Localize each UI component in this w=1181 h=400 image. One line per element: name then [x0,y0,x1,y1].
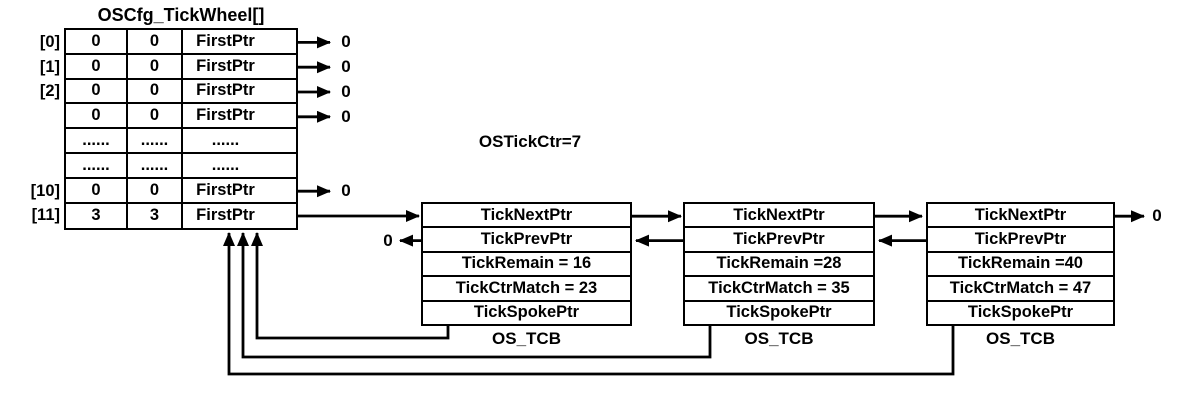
wheel-row-index-label [12,104,60,129]
tickspokeptr-row: TickSpokePtr [473,303,580,322]
wheel-null-label: 0 [341,81,351,101]
os-tcb-box: TickNextPtr TickPrevPtr TickRemain =40 T… [926,202,1115,326]
prev-null-label: 0 [383,230,393,250]
entries-cell: 0 [66,104,128,128]
entries-max-cell: 0 [128,79,183,103]
entries-max-cell: ...... [128,153,183,177]
tickprevptr-row: TickPrevPtr [928,228,1113,253]
wheel-row-index-label: [0] [39,32,60,51]
wheel-row-index-label: [10] [30,181,60,200]
firstptr-cell: FirstPtr [196,206,255,225]
ticknextptr-row: TickNextPtr [423,204,630,229]
wheel-row-index-label: [11] [31,206,60,225]
tickspokeptr-row: TickSpokePtr [726,303,832,322]
tickremain-row: TickRemain =40 [928,253,1113,278]
os-tcb-type-label: OS_TCB [492,329,561,348]
wheel-row: 0 0 FirstPtr [66,178,296,204]
tickremain-row: TickRemain =28 [685,253,873,278]
entries-cell: 0 [66,30,128,53]
os-tcb-box: TickNextPtr TickPrevPtr TickRemain = 16 … [421,202,632,326]
wheel-row: 0 0 FirstPtr [66,79,296,105]
entries-cell: ...... [66,129,128,152]
wheel-row-index-label [12,154,60,179]
wheel-row-index-label [12,129,60,154]
wheel-row: ...... ...... ...... [66,129,296,154]
tickctrmatch-row: TickCtrMatch = 35 [685,277,873,302]
wheel-row: ...... ...... ...... [66,153,296,179]
entries-cell: 3 [66,203,128,229]
wheel-row-index-label: [1] [39,57,60,76]
os-tcb-block: TickNextPtr TickPrevPtr TickRemain =40 T… [926,202,1115,349]
entries-cell: ...... [66,153,128,177]
entries-max-cell: ...... [128,129,183,152]
ticknextptr-row: TickNextPtr [928,204,1113,229]
tickctrmatch-row: TickCtrMatch = 23 [423,277,630,302]
firstptr-cell: FirstPtr [196,31,255,50]
os-tcb-type-label: OS_TCB [744,329,814,348]
entries-max-cell: 0 [128,178,183,202]
firstptr-cell: ...... [211,131,240,150]
tickremain-row: TickRemain = 16 [423,253,630,278]
tick-wheel-table: 0 0 FirstPtr 0 0 FirstPtr 0 0 FirstPtr 0… [64,28,298,231]
os-tcb-block: TickNextPtr TickPrevPtr TickRemain = 16 … [421,202,632,349]
entries-max-cell: 0 [128,30,183,53]
wheel-row-index-label: [2] [39,82,60,101]
wheel-row: 0 0 FirstPtr [66,54,296,80]
firstptr-cell: FirstPtr [196,81,255,100]
spoke-link-tcb1 [251,232,450,340]
wheel-null-label: 0 [341,106,351,126]
wheel-null-label: 0 [341,32,351,52]
ticknextptr-row: TickNextPtr [685,204,873,229]
wheel-row: 0 0 FirstPtr [66,30,296,55]
firstptr-cell: FirstPtr [196,106,255,125]
os-tcb-block: TickNextPtr TickPrevPtr TickRemain =28 T… [683,202,875,349]
tick-counter-label: OSTickCtr=7 [478,132,582,151]
firstptr-cell: FirstPtr [196,180,255,199]
tickctrmatch-row: TickCtrMatch = 47 [928,277,1113,302]
wheel-row: 3 3 FirstPtr [66,203,296,229]
firstptr-cell: ...... [211,155,240,174]
tickprevptr-row: TickPrevPtr [685,228,873,253]
wheel-null-label: 0 [341,181,351,201]
entries-max-cell: 3 [128,203,183,229]
spoke-link-tcb2 [237,232,712,359]
firstptr-cell: FirstPtr [196,56,255,75]
wheel-null-label: 0 [341,57,351,77]
entries-cell: 0 [66,54,128,78]
entries-max-cell: 0 [128,104,183,128]
next-null-label: 0 [1152,206,1162,226]
os-tcb-box: TickNextPtr TickPrevPtr TickRemain =28 T… [683,202,875,326]
entries-max-cell: 0 [128,54,183,78]
spoke-link-tcb3 [223,232,955,376]
tickprevptr-row: TickPrevPtr [423,228,630,253]
wheel-title: OSCfg_TickWheel[] [97,5,265,25]
tickspokeptr-row: TickSpokePtr [967,303,1074,322]
wheel-row: 0 0 FirstPtr [66,104,296,130]
os-tcb-type-label: OS_TCB [986,329,1055,348]
entries-cell: 0 [66,79,128,103]
entries-cell: 0 [66,178,128,202]
